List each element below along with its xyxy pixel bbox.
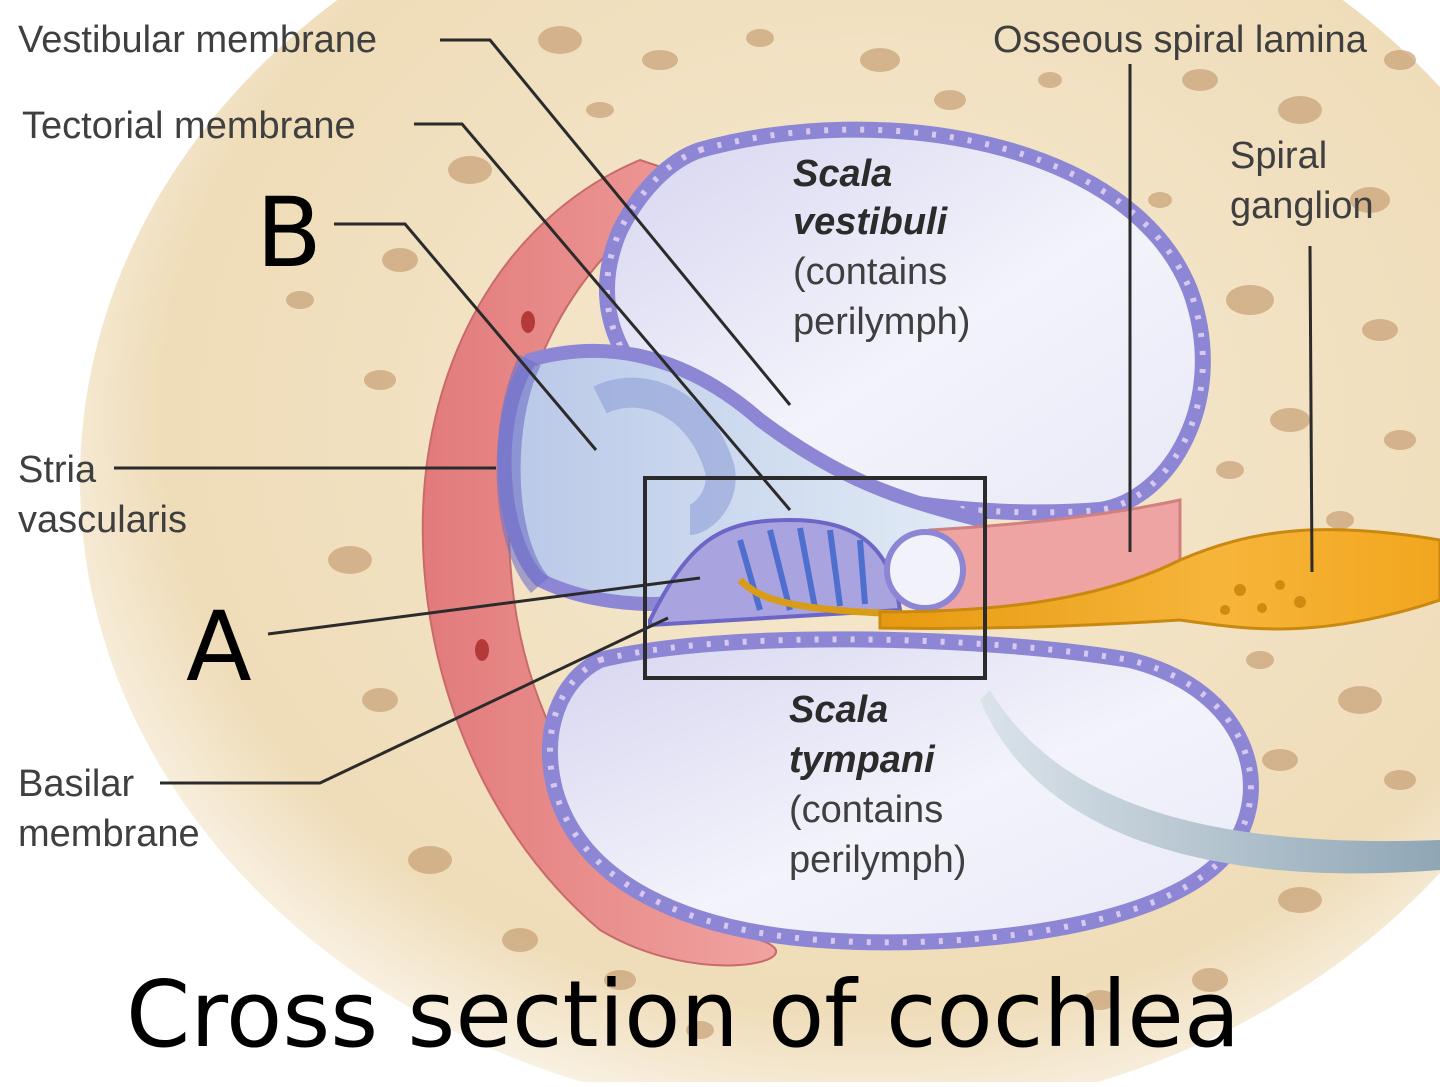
bone-pore	[604, 970, 636, 990]
label-basilar-membrane-2: membrane	[18, 813, 200, 855]
label-tectorial-membrane: Tectorial membrane	[22, 105, 356, 147]
label-vestibular-membrane: Vestibular membrane	[18, 19, 377, 61]
bone-pore	[1362, 319, 1398, 341]
modiolus-cable	[980, 690, 1440, 874]
caption: Cross section of cochlea	[126, 961, 1240, 1068]
bone-pore	[1270, 408, 1310, 432]
label-stria-vascularis-1: Stria	[18, 449, 97, 491]
bone-pore	[1278, 96, 1322, 124]
bone-pore	[746, 29, 774, 47]
bone-pore	[686, 1021, 714, 1039]
bone-pore	[1148, 192, 1172, 208]
bone-pore	[1192, 968, 1228, 992]
bone-pore	[364, 370, 396, 390]
bone-pore	[1246, 651, 1274, 669]
label-scala-vestibuli-4: perilymph)	[793, 301, 970, 343]
marker-a: A	[186, 591, 252, 703]
label-stria-vascularis-2: vascularis	[18, 499, 187, 541]
bone-pore	[1216, 461, 1244, 479]
organ-of-corti	[648, 517, 966, 628]
bone-pore	[448, 156, 492, 184]
bone-pore	[538, 26, 582, 54]
label-spiral-ganglion-2: ganglion	[1230, 185, 1374, 227]
label-scala-tympani-2: tympani	[789, 739, 936, 781]
bone-pore	[642, 50, 678, 70]
bone-pore	[362, 688, 398, 712]
label-scala-vestibuli-3: (contains	[793, 251, 947, 293]
tectorial-membrane	[593, 377, 736, 535]
bone-pore	[1326, 511, 1354, 529]
marker-b: B	[256, 177, 322, 289]
label-scala-vestibuli-1: Scala	[793, 153, 892, 195]
bone-pore	[934, 90, 966, 110]
bone-pore	[1384, 50, 1416, 70]
label-scala-tympani-4: perilymph)	[789, 839, 966, 881]
bone-pores	[286, 26, 1416, 1039]
label-spiral-ganglion-1: Spiral	[1230, 135, 1327, 177]
label-scala-tympani-3: (contains	[789, 789, 943, 831]
label-scala-vestibuli-2: vestibuli	[793, 201, 949, 243]
labels: Vestibular membrane Tectorial membrane O…	[18, 19, 1374, 1068]
leader-lines	[114, 38, 1314, 785]
detail-inset-box	[643, 476, 987, 680]
bone-pore	[860, 48, 900, 72]
bone-pore	[408, 846, 452, 874]
bone-pore	[1262, 749, 1298, 771]
bone-pore	[502, 928, 538, 952]
label-basilar-membrane-1: Basilar	[18, 763, 134, 805]
spiral-ganglion-cells	[1220, 580, 1306, 615]
stria-vascularis-layer	[496, 354, 550, 593]
bone-pore	[586, 102, 614, 118]
label-scala-tympani-1: Scala	[789, 689, 888, 731]
bone-pore	[1182, 69, 1218, 91]
bone-pore	[1084, 990, 1116, 1010]
bone-pore	[1038, 72, 1062, 88]
bone-pore	[1350, 187, 1390, 213]
label-osseous-spiral-lamina: Osseous spiral lamina	[993, 19, 1368, 61]
bone-pore	[328, 546, 372, 574]
bone-pore	[1384, 770, 1416, 790]
bone-pore	[1226, 285, 1274, 315]
bone-pore	[1278, 887, 1322, 913]
bone-pore	[286, 291, 314, 309]
bone-pore	[382, 248, 418, 272]
bone-pore	[1338, 686, 1382, 714]
bone-pore	[1384, 430, 1416, 450]
